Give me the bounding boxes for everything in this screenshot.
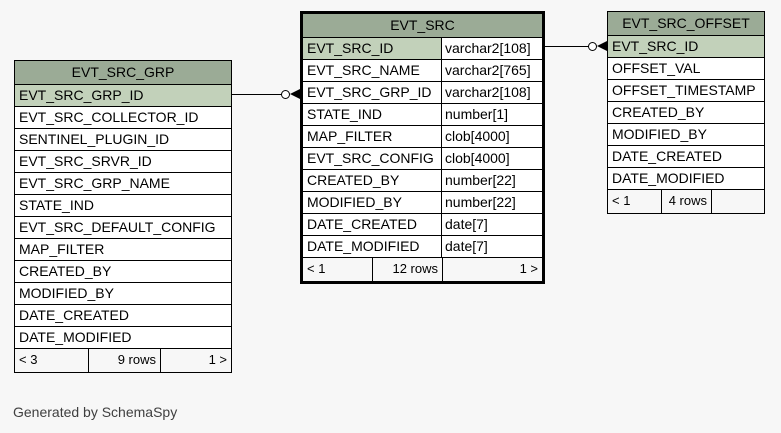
parents-indicator: < 1 [608,190,662,213]
column-row: MODIFIED_BY [15,283,231,305]
column-name: EVT_SRC_GRP_ID [15,85,231,106]
column-type: varchar2[108] [441,38,542,59]
column-name: CREATED_BY [19,263,112,279]
column-row: MAP_FILTER [15,239,231,261]
column-row: CREATED_BY number[22] [303,170,542,192]
column-row: EVT_SRC_NAME varchar2[765] [303,60,542,82]
column-row: EVT_SRC_SRVR_ID [15,151,231,173]
column-name: EVT_SRC_ID [303,38,441,59]
table-footer-evt-src-grp: < 3 9 rows 1 > [15,349,231,372]
column-name: OFFSET_TIMESTAMP [612,82,756,98]
column-row: MODIFIED_BY [608,124,764,146]
column-name: EVT_SRC_SRVR_ID [19,153,152,169]
column-type: varchar2[765] [441,60,542,81]
relationship-line-src-to-offset [545,46,589,47]
column-row: EVT_SRC_GRP_NAME [15,173,231,195]
column-row: EVT_SRC_GRP_ID [15,85,231,107]
column-row: STATE_IND number[1] [303,104,542,126]
column-name: DATE_MODIFIED [307,238,420,254]
column-row: DATE_MODIFIED date[7] [303,236,542,258]
children-indicator [712,190,764,213]
row-count: 9 rows [89,349,161,372]
parents-indicator: < 1 [303,258,373,281]
column-row: MODIFIED_BY number[22] [303,192,542,214]
column-name: DATE_CREATED [19,307,129,323]
table-footer-evt-src: < 1 12 rows 1 > [303,258,542,281]
generator-note: Generated by SchemaSpy [13,404,178,420]
relationship-arrow-icon [290,89,300,99]
column-name: STATE_IND [307,106,382,122]
column-row: DATE_MODIFIED [608,168,764,190]
column-name: CREATED_BY [612,104,705,120]
column-name: MAP_FILTER [307,128,393,144]
table-header-evt-src-grp[interactable]: EVT_SRC_GRP [15,61,231,85]
column-row: EVT_SRC_COLLECTOR_ID [15,107,231,129]
column-row: CREATED_BY [15,261,231,283]
column-name: EVT_SRC_CONFIG [307,150,434,166]
column-row: DATE_MODIFIED [15,327,231,349]
column-name: EVT_SRC_COLLECTOR_ID [19,109,199,125]
column-row: DATE_CREATED date[7] [303,214,542,236]
column-name: EVT_SRC_GRP_NAME [19,175,170,191]
column-row: STATE_IND [15,195,231,217]
relationship-circle-icon [281,90,290,99]
column-type: varchar2[108] [441,82,542,103]
column-name: EVT_SRC_NAME [307,62,420,78]
children-indicator: 1 > [519,261,538,276]
relationship-arrow-icon [597,41,607,51]
column-row: EVT_SRC_DEFAULT_CONFIG [15,217,231,239]
column-name: DATE_CREATED [307,216,417,232]
column-list-evt-src-offset: EVT_SRC_ID OFFSET_VAL OFFSET_TIMESTAMP CREA… [608,36,764,190]
table-footer-evt-src-offset: < 1 4 rows [608,190,764,213]
column-row: OFFSET_VAL [608,58,764,80]
column-type: date[7] [441,214,542,235]
column-name: MODIFIED_BY [612,126,707,142]
table-evt-src-grp: EVT_SRC_GRP EVT_SRC_GRP_ID EVT_SRC_COLLEC… [14,60,232,373]
table-header-evt-src-offset[interactable]: EVT_SRC_OFFSET [608,12,764,36]
relationship-line-grp-to-src [232,94,282,95]
column-type: date[7] [441,236,542,257]
column-name: MAP_FILTER [19,241,105,257]
column-name: EVT_SRC_ID [608,36,764,57]
column-name: EVT_SRC_GRP_ID [307,84,432,100]
column-type: clob[4000] [441,148,542,169]
column-type: clob[4000] [441,126,542,147]
column-name: MODIFIED_BY [19,285,114,301]
column-name: DATE_CREATED [612,148,722,164]
table-header-evt-src[interactable]: EVT_SRC [303,14,542,38]
column-type: number[22] [441,170,542,191]
column-row: EVT_SRC_CONFIG clob[4000] [303,148,542,170]
column-name: MODIFIED_BY [307,194,402,210]
column-name: DATE_MODIFIED [612,170,725,186]
column-name: EVT_SRC_DEFAULT_CONFIG [19,219,216,235]
relationship-circle-icon [588,42,597,51]
column-name: STATE_IND [19,197,94,213]
column-row: DATE_CREATED [608,146,764,168]
column-row: DATE_CREATED [15,305,231,327]
children-indicator: 1 > [208,352,227,367]
parents-indicator: < 3 [15,349,89,372]
row-count: 12 rows [373,258,443,281]
column-name: CREATED_BY [307,172,400,188]
row-count: 4 rows [662,190,712,213]
column-row: SENTINEL_PLUGIN_ID [15,129,231,151]
column-row: EVT_SRC_GRP_ID varchar2[108] [303,82,542,104]
column-row: OFFSET_TIMESTAMP [608,80,764,102]
column-type: number[1] [441,104,542,125]
column-row: EVT_SRC_ID [608,36,764,58]
table-evt-src-offset: EVT_SRC_OFFSET EVT_SRC_ID OFFSET_VAL OFFSE… [607,11,765,214]
column-type: number[22] [441,192,542,213]
column-row: MAP_FILTER clob[4000] [303,126,542,148]
column-name: SENTINEL_PLUGIN_ID [19,131,170,147]
column-name: OFFSET_VAL [612,60,701,76]
column-row: CREATED_BY [608,102,764,124]
column-list-evt-src-grp: EVT_SRC_GRP_ID EVT_SRC_COLLECTOR_ID SENTIN… [15,85,231,349]
column-name: DATE_MODIFIED [19,329,132,345]
